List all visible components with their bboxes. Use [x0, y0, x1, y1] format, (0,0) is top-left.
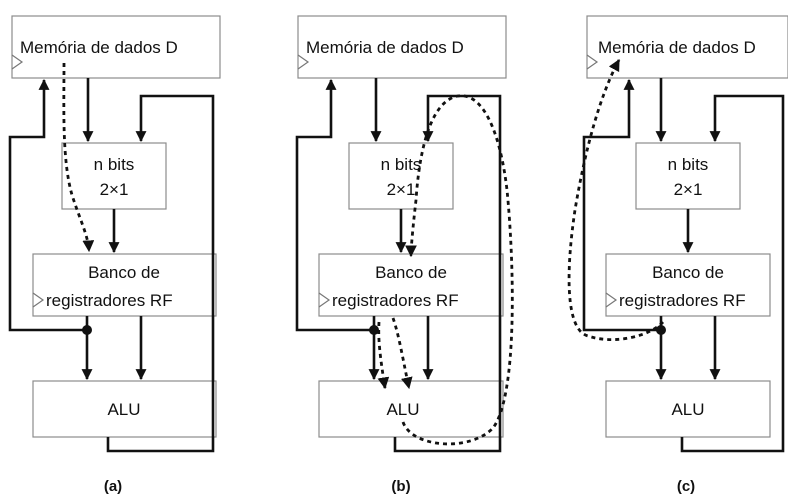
data-memory-box — [11, 15, 221, 79]
register-file-box — [32, 253, 217, 317]
mux-label-line1: n bits — [381, 155, 422, 174]
mux-box — [348, 142, 454, 210]
panel-b: Memória de dados D n bits 2×1 Banco de r… — [295, 15, 514, 495]
panel-caption: (c) — [677, 478, 695, 495]
dataflow-arrow — [567, 58, 665, 341]
data-memory-box — [297, 15, 507, 79]
register-file-label-line1: Banco de — [88, 263, 160, 282]
junction-dot — [369, 325, 379, 335]
panel-c: Memória de dados D n bits 2×1 Banco de r… — [567, 15, 788, 495]
junction-dot — [656, 325, 666, 335]
clock-input-icon — [318, 292, 331, 308]
dataflow-arrow — [62, 62, 95, 253]
register-file-box — [318, 253, 504, 317]
panel-caption: (a) — [104, 478, 122, 495]
register-file-box — [605, 253, 771, 317]
dataflow-arrow — [377, 321, 390, 390]
alu-box — [605, 380, 771, 438]
clock-input-icon — [605, 292, 618, 308]
panel-caption: (b) — [391, 478, 410, 495]
dataflow-loop — [401, 94, 514, 446]
clock-input-icon — [11, 54, 24, 70]
alu-label: ALU — [386, 400, 419, 419]
clock-input-icon — [297, 54, 310, 70]
junction-dot — [82, 325, 92, 335]
register-file-label-line2: registradores RF — [46, 291, 173, 310]
alu-label: ALU — [107, 400, 140, 419]
register-file-label-line2: registradores RF — [332, 291, 459, 310]
rf-to-memory-wire — [295, 78, 374, 332]
clock-input-icon — [32, 292, 45, 308]
data-memory-box — [586, 15, 788, 79]
mux-label-line1: n bits — [94, 155, 135, 174]
mux-label-line2: 2×1 — [387, 180, 416, 199]
alu-feedback-wire — [393, 94, 502, 453]
register-file-label-line1: Banco de — [375, 263, 447, 282]
mux-label-line2: 2×1 — [100, 180, 129, 199]
alu-box — [318, 380, 504, 438]
mux-label-line2: 2×1 — [674, 180, 703, 199]
mux-box — [61, 142, 167, 210]
register-file-label-line2: registradores RF — [619, 291, 746, 310]
mux-label-line1: n bits — [668, 155, 709, 174]
panel-a: Memória de dados D n bits 2×1 Banco de r… — [8, 15, 221, 495]
data-memory-label: Memória de dados D — [598, 38, 756, 57]
dataflow-arrow — [391, 317, 413, 390]
data-memory-label: Memória de dados D — [20, 38, 178, 57]
mux-box — [635, 142, 741, 210]
alu-label: ALU — [671, 400, 704, 419]
data-memory-label: Memória de dados D — [306, 38, 464, 57]
register-file-label-line1: Banco de — [652, 263, 724, 282]
alu-feedback-wire — [680, 94, 785, 453]
rf-to-memory-wire — [8, 78, 87, 332]
alu-box — [32, 380, 217, 438]
clock-input-icon — [586, 54, 599, 70]
alu-feedback-wire — [106, 94, 215, 453]
rf-to-memory-wire — [582, 78, 661, 332]
